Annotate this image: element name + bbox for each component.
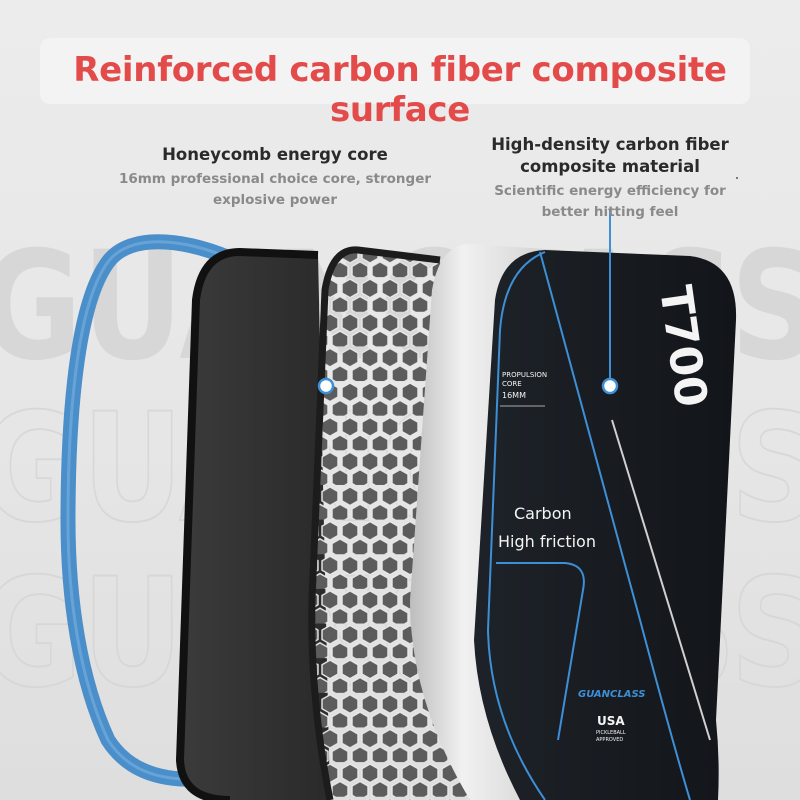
- callout-dot-surface: [601, 377, 619, 395]
- callout-surface-title-1: High-density carbon fiber: [491, 135, 729, 154]
- callout-carbon-surface: High-density carbon fiber composite mate…: [455, 134, 765, 223]
- callout-core-title: Honeycomb energy core: [162, 145, 388, 164]
- callout-surface-desc-1: Scientific energy efficiency for: [494, 183, 726, 199]
- callout-core-desc-2: explosive power: [213, 192, 337, 208]
- usa-badge: USA: [597, 714, 625, 728]
- material-line-2: High friction: [498, 532, 596, 551]
- callout-honeycomb-core: Honeycomb energy core 16mm professional …: [105, 144, 445, 211]
- core-label-2: CORE: [502, 380, 522, 388]
- brand-label: GUANCLASS: [578, 689, 646, 700]
- foam-layer: [180, 252, 330, 800]
- callout-surface-title-2: composite material: [520, 157, 700, 176]
- core-label-1: PROPULSION: [502, 371, 547, 379]
- carbon-face-layer: [474, 250, 737, 800]
- thickness-label: 16MM: [502, 391, 526, 400]
- badge-sub-1: PICKLEBALL: [596, 730, 626, 736]
- material-line-1: Carbon: [514, 504, 572, 523]
- callout-surface-desc-2: better hitting feel: [541, 204, 679, 220]
- callout-core-desc-1: 16mm professional choice core, stronger: [118, 171, 432, 187]
- headline-band: [40, 38, 750, 104]
- headline: Reinforced carbon fiber composite surfac…: [73, 50, 727, 130]
- callout-dot-core: [317, 377, 335, 395]
- badge-sub-2: APPROVED: [596, 737, 623, 743]
